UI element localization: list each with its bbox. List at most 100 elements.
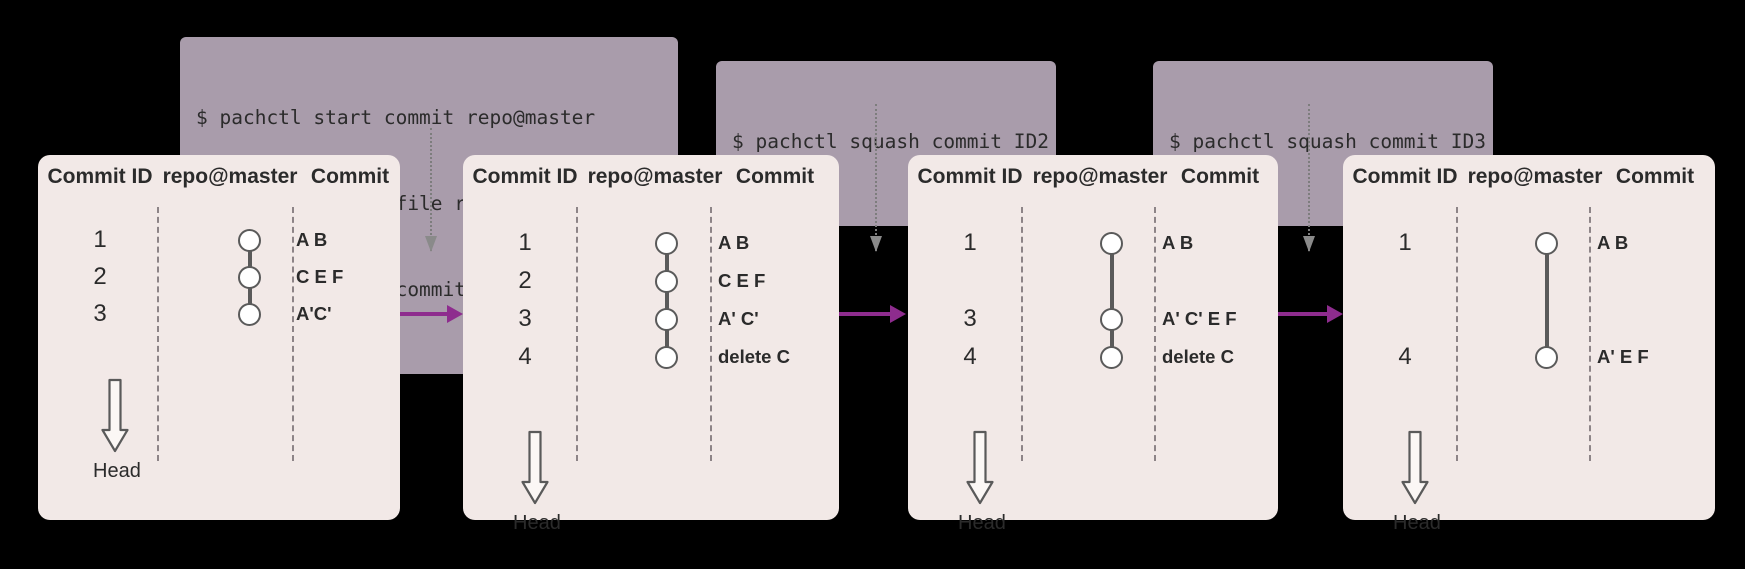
head-label: Head <box>1393 512 1441 534</box>
commit-graph-edge <box>665 281 669 319</box>
commit-contents-cell: A B <box>1597 232 1629 253</box>
commit-node <box>238 229 261 252</box>
commit-graph-edge <box>248 277 252 314</box>
commit-graph-edge <box>1110 319 1114 357</box>
column-header-branch: repo@master <box>587 165 723 188</box>
column-divider <box>710 207 712 461</box>
head-label: Head <box>513 512 561 534</box>
arrow-head-right-icon <box>1327 305 1343 323</box>
column-header-commit-id: Commit ID <box>917 165 1023 188</box>
commit-id-cell: 4 <box>1398 343 1412 370</box>
commit-node <box>655 232 678 255</box>
arrow-head-down-icon <box>425 236 437 252</box>
table-header-row: Commit ID repo@master Commit <box>908 165 1278 201</box>
commit-contents-cell: C E F <box>718 270 766 291</box>
commit-node <box>1100 232 1123 255</box>
column-divider <box>1154 207 1156 461</box>
connector-stem <box>430 128 432 251</box>
commit-graph-edge <box>665 243 669 281</box>
column-header-branch: repo@master <box>1467 165 1603 188</box>
table-header-row: Commit ID repo@master Commit <box>463 165 839 201</box>
commit-id-cell: 3 <box>963 305 977 332</box>
arrow-shaft <box>1275 312 1329 316</box>
commit-node <box>1100 346 1123 369</box>
flow-arrow-right-icon <box>1275 305 1343 323</box>
commit-graph-edge <box>1110 243 1114 319</box>
commit-contents-cell: A B <box>718 232 750 253</box>
commit-node <box>238 303 261 326</box>
arrow-shaft <box>838 312 892 316</box>
column-header-commit-id: Commit ID <box>472 165 578 188</box>
panel-after-squash-id3: Commit ID repo@master Commit 1 A B 4 A' E F Hea… <box>1343 155 1715 534</box>
commit-node <box>1100 308 1123 331</box>
commit-id-cell: 4 <box>963 343 977 370</box>
column-divider <box>1021 207 1023 461</box>
commit-graph-edge <box>1545 243 1549 357</box>
flow-arrow-right-icon <box>838 305 906 323</box>
arrow-head-down-icon <box>870 236 882 252</box>
connector-stem <box>1308 104 1310 251</box>
column-header-commit: Commit <box>310 165 390 188</box>
commit-contents-cell: A' C' <box>718 308 759 329</box>
commit-id-cell: 1 <box>963 229 977 256</box>
commit-contents-cell: A B <box>1162 232 1194 253</box>
commit-node <box>1535 346 1558 369</box>
arrow-shaft <box>400 312 449 316</box>
column-divider <box>576 207 578 461</box>
commit-id-cell: 3 <box>93 300 107 327</box>
panel-after-squash-id2: Commit ID repo@master Commit 1 A B 3 A' C' E F… <box>908 155 1278 534</box>
column-header-branch: repo@master <box>1032 165 1168 188</box>
flow-arrow-right-icon <box>400 305 463 323</box>
commit-contents-cell: C E F <box>296 266 344 287</box>
commit-contents-cell: A B <box>296 229 328 250</box>
commit-node <box>655 346 678 369</box>
commit-id-cell: 1 <box>1398 229 1412 256</box>
head-pointer-arrow-icon <box>98 378 132 456</box>
dotted-connector-arrow-icon <box>425 128 437 252</box>
commit-graph-edge <box>248 240 252 277</box>
head-pointer-arrow-icon <box>963 430 997 508</box>
commit-id-cell: 2 <box>93 263 107 290</box>
column-header-commit: Commit <box>1615 165 1695 188</box>
column-header-branch: repo@master <box>162 165 298 188</box>
column-divider <box>157 207 159 461</box>
command-line: $ pachctl squash commit ID3 <box>1169 130 1486 154</box>
column-header-commit-id: Commit ID <box>47 165 153 188</box>
column-divider <box>1456 207 1458 461</box>
column-header-commit-id: Commit ID <box>1352 165 1458 188</box>
commit-id-cell: 4 <box>518 343 532 370</box>
head-pointer-arrow-icon <box>1398 430 1432 508</box>
connector-stem <box>875 104 877 251</box>
commit-id-cell: 1 <box>518 229 532 256</box>
table-header-row: Commit ID repo@master Commit <box>1343 165 1715 201</box>
head-pointer-arrow-icon <box>518 430 552 508</box>
commit-contents-cell: delete C <box>718 346 790 367</box>
commit-id-cell: 2 <box>518 267 532 294</box>
column-header-commit: Commit <box>735 165 815 188</box>
arrow-head-right-icon <box>447 305 463 323</box>
commit-node <box>1535 232 1558 255</box>
command-line: $ pachctl start commit repo@master <box>196 106 596 130</box>
arrow-head-right-icon <box>890 305 906 323</box>
commit-id-cell: 3 <box>518 305 532 332</box>
commit-node <box>238 266 261 289</box>
commit-contents-cell: A' E F <box>1597 346 1649 367</box>
commit-contents-cell: A' C' E F <box>1162 308 1237 329</box>
arrow-head-down-icon <box>1303 236 1315 252</box>
column-divider <box>1589 207 1591 461</box>
panel-after-delete: Commit ID repo@master Commit 1 A B 2 C E F 3 A' … <box>463 155 839 534</box>
head-label: Head <box>958 512 1006 534</box>
commit-node <box>655 270 678 293</box>
column-header-commit: Commit <box>1180 165 1260 188</box>
commit-contents-cell: A'C' <box>296 303 332 324</box>
dotted-connector-arrow-icon <box>870 104 882 252</box>
dotted-connector-arrow-icon <box>1303 104 1315 252</box>
commit-graph-edge <box>665 319 669 357</box>
panel-initial: Commit ID repo@master Commit 1 A B 2 C E F 3 A'C… <box>38 155 400 520</box>
command-line: $ pachctl squash commit ID2 <box>732 130 1049 154</box>
commit-contents-cell: delete C <box>1162 346 1234 367</box>
column-divider <box>292 207 294 461</box>
commit-id-cell: 1 <box>93 226 107 253</box>
table-header-row: Commit ID repo@master Commit <box>38 165 400 201</box>
